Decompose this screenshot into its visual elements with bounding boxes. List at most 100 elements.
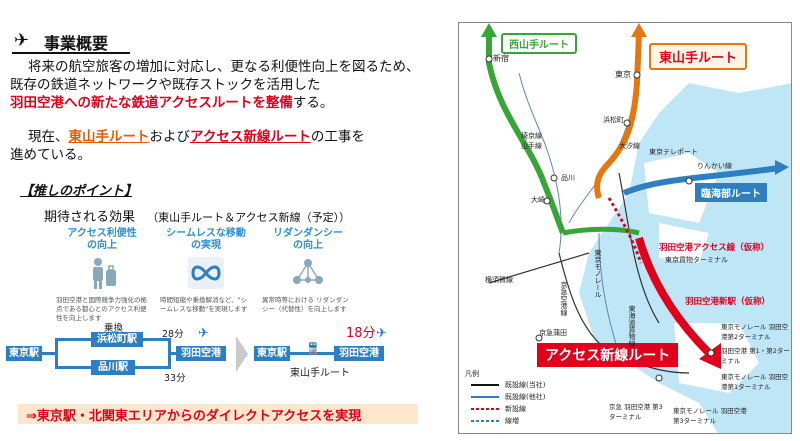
benefit-redundancy-title: リダンダンシー [273, 228, 343, 239]
legend-item: 新設線 [505, 405, 526, 413]
section-heading: 事業概要 [44, 34, 109, 53]
station-dot [633, 71, 641, 79]
route-line [168, 352, 176, 355]
label-shinjuku: 新宿 [493, 54, 509, 63]
status-route-east: 東山手ルート [68, 129, 150, 145]
benefit-redundancy: リダンダンシー の向上 異常時等における リダンダンシー（代替性）を向上します [262, 228, 354, 314]
benefit-seamless-subtitle: の実現 [191, 240, 221, 251]
label-keikyu: 京急空港線 [560, 281, 568, 316]
east-route-arrow [631, 23, 647, 37]
chevron-right-icon [236, 336, 248, 372]
benefit-access-subtitle: の向上 [87, 240, 117, 251]
route-line [135, 366, 171, 369]
route-line [55, 366, 91, 369]
new-station-label: 羽田空港新駅（仮称） [685, 297, 771, 307]
east-route-label: 東山手ルート [649, 43, 748, 70]
shinagawa-station: 品川駅 [91, 360, 135, 375]
label-hamamatsucho: 浜松町 [603, 116, 624, 124]
transfer-label: 乗換 [104, 323, 124, 334]
heading-underline [12, 52, 130, 54]
label-haneda-t12: 羽田空港 第1・第2ターミナル [721, 347, 790, 365]
intro-line-3-rest: する。 [292, 95, 334, 111]
legend-title: 凡例 [465, 370, 479, 378]
legend-item: 既設線(他社) [505, 393, 546, 401]
benefit-access-text: 羽田空港と国際競争力強化の拠点である都心とのアクセス利便性を向上します [56, 296, 147, 322]
label-monorail: 東京モノレール [594, 249, 602, 298]
label-shinagawa: 品川 [561, 174, 575, 182]
label-freight: 東京貨物ターミナル [665, 256, 728, 264]
intro-line-3: 羽田空港への新たな鉄道アクセスルートを整備する。 [10, 94, 450, 112]
status-line-1: 現在、東山手ルートおよびアクセス新線ルートの工事を [10, 128, 450, 146]
route-line [55, 338, 91, 341]
station-dot [685, 177, 693, 185]
airplane-icon: ✈ [14, 30, 30, 51]
hamamatsucho-station: 浜松町駅 [91, 332, 143, 347]
status-line-2: 進めている。 [10, 147, 91, 163]
route-line [42, 352, 56, 355]
label-yamanote: 山手線 [521, 142, 542, 150]
status-mid: および [149, 129, 191, 145]
airplane-icon: ✈ [198, 326, 209, 341]
station-dot [655, 374, 663, 382]
station-dot [707, 349, 715, 357]
rail-line [598, 232, 620, 354]
station-dot [485, 55, 493, 63]
benefit-access-title: アクセス利便性 [67, 228, 137, 239]
overview-panel: ✈ 事業概要 将来の航空旅客の増加に対応し、更なる利便性向上を図るため、 既存の… [6, 30, 450, 424]
station-dot [550, 174, 558, 182]
access-line-label: 羽田空港アクセス線（仮称） [659, 243, 770, 253]
label-kamata: 京急蒲田 [539, 329, 567, 337]
benefit-redundancy-text: 異常時等における リダンダンシー（代替性）を向上します [262, 296, 349, 313]
label-monorail-t3: 東京モノレール 羽田空港 第3ターミナル [673, 407, 747, 425]
new-line [607, 197, 643, 264]
intro-line-2: 既存の鉄道ネットワークや既存ストックを活用した [10, 77, 321, 93]
status-prefix: 現在、 [28, 129, 69, 145]
route-line [55, 338, 58, 369]
map-svg [459, 23, 791, 433]
route-line [290, 352, 334, 355]
result-banner-text: ⇒東京駅・北関東エリアからのダイレクトアクセスを実現 [26, 409, 362, 424]
time-keikyu: 33分 [164, 373, 186, 384]
benefit-redundancy-subtitle: の向上 [293, 240, 323, 251]
west-route-line [486, 33, 566, 235]
label-tokaido: 東海道貨物線 [628, 305, 636, 347]
station-dot [623, 119, 631, 127]
tokyo-station-after: 東京駅 [254, 346, 290, 361]
label-rinkai: りんかい線 [697, 162, 732, 170]
access-route-label: アクセス新線ルート [537, 343, 679, 367]
haneda-station-after: 羽田空港 [334, 346, 384, 361]
connection-line [562, 226, 640, 236]
traveler-luggage-icon [93, 258, 116, 289]
status-suffix: の工事を [310, 129, 365, 145]
time-new-route: 18分 [346, 326, 376, 341]
network-icon [293, 259, 323, 284]
benefit-access: アクセス利便性 の向上 羽田空港と国際競争力強化の拠点である都心とのアクセス利便… [56, 228, 148, 323]
label-keikyu-t3: 京急 羽田空港 第3ターミナル [609, 403, 663, 421]
result-banner-bg [18, 404, 418, 424]
land-area [459, 23, 791, 433]
point-underline [20, 196, 132, 197]
label-haneda-t2: 東京モノレール 羽田空港第2ターミナル [721, 323, 789, 341]
intro-highlight: 羽田空港への新たな鉄道アクセスルートを整備 [10, 95, 293, 111]
west-route-label: 西山手ルート [501, 33, 577, 54]
label-haneda-t1: 東京モノレール 羽田空港第1ターミナル [721, 373, 789, 391]
rail-line [488, 252, 590, 284]
label-yokosuka: 横須賀線 [485, 276, 513, 284]
label-osaki: 大崎 [531, 196, 545, 204]
legend-item: 線増 [505, 417, 519, 425]
tokyo-station-before: 東京駅 [6, 346, 42, 361]
legend-item: 既設線(当社) [505, 381, 546, 389]
time-monorail: 28分 [162, 329, 184, 340]
status-route-access: アクセス新線ルート [190, 129, 311, 145]
island-area [659, 223, 709, 263]
label-saikyo: 埼京線 [521, 132, 542, 140]
benefit-seamless-title: シームレスな移動 [166, 228, 246, 239]
benefit-seamless-text: 時間短縮や乗換解消など、"シームレスな移動"を実現します [160, 296, 248, 313]
rail-line [558, 252, 690, 374]
station-dot [535, 334, 543, 342]
rinkai-route-label: 臨海部ルート [695, 183, 767, 202]
train-icon: 🚆 [306, 342, 320, 355]
benefit-seamless: シームレスな移動 の実現 時間短縮や乗換解消など、"シームレスな移動"を実現しま… [160, 228, 252, 314]
intro-line-1: 将来の航空旅客の増加に対応し、更なる利便性向上を図るため、 [28, 59, 420, 75]
airplane-icon: ✈ [376, 326, 387, 341]
